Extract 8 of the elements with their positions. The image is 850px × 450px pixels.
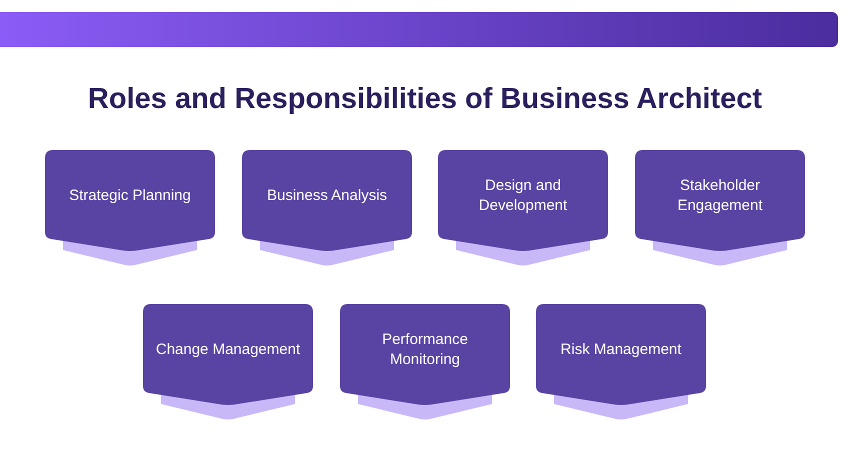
card-label: Strategic Planning — [69, 186, 191, 206]
card-label: Business Analysis — [266, 186, 388, 206]
card-label: Performance Monitoring — [381, 330, 469, 370]
diagram-title: Roles and Responsibilities of Business Architect — [88, 82, 762, 117]
card-label: Design and Development — [478, 176, 568, 216]
card-label: Change Management — [156, 340, 300, 360]
card-label: Stakeholder Engagement — [676, 176, 764, 216]
card-label: Risk Management — [560, 340, 682, 360]
